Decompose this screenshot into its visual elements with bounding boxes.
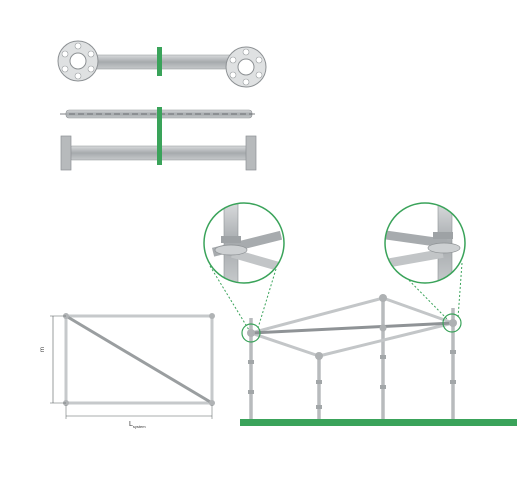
detail-callout-right: [384, 202, 466, 333]
bay-elevation: [50, 313, 215, 419]
rosette-coupler-icon: [225, 46, 267, 88]
detail-callout-left: [203, 202, 285, 343]
scaffold-frame: [240, 294, 517, 426]
magnified-node-icon: [385, 203, 465, 283]
diagonal-brace-with-rosettes: [57, 40, 267, 88]
ground-line: [240, 419, 517, 426]
green-marker: [157, 107, 162, 165]
length-dimension-label: Lsystem: [129, 421, 146, 429]
green-marker: [157, 47, 162, 76]
magnified-node-icon: [204, 203, 284, 283]
ledger-with-wedge-heads: [60, 107, 257, 171]
length-symbol: L: [129, 421, 133, 428]
length-subscript: system: [132, 424, 146, 429]
rosette-coupler-icon: [57, 40, 99, 82]
height-dimension-label: m: [40, 347, 46, 352]
